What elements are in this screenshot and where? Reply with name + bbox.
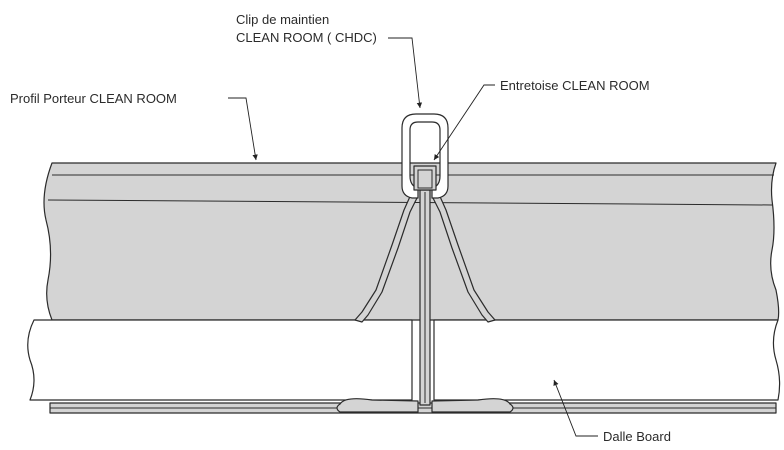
label-dalle: Dalle Board xyxy=(603,429,671,444)
leader-profil xyxy=(228,97,258,161)
carrier-profile-body xyxy=(43,162,780,321)
clip-arm-right xyxy=(431,191,496,323)
t-flange-right-pad xyxy=(431,398,514,413)
leader-entretoise xyxy=(433,84,495,161)
label-profil: Profil Porteur CLEAN ROOM xyxy=(10,91,177,106)
leader-dalle xyxy=(553,379,598,437)
right-board-panel xyxy=(433,319,781,401)
t-flange-left-pad xyxy=(336,398,419,413)
left-board-panel xyxy=(27,319,413,401)
spacer-inner-channel xyxy=(417,169,433,189)
label-clip-line1: Clip de maintien xyxy=(236,12,329,27)
label-clip-line2: CLEAN ROOM ( CHDC) xyxy=(236,30,377,45)
clip-arm-left xyxy=(354,191,419,323)
leader-clip xyxy=(388,37,423,109)
label-entretoise: Entretoise CLEAN ROOM xyxy=(500,78,650,93)
spacer-entretoise xyxy=(413,165,437,191)
